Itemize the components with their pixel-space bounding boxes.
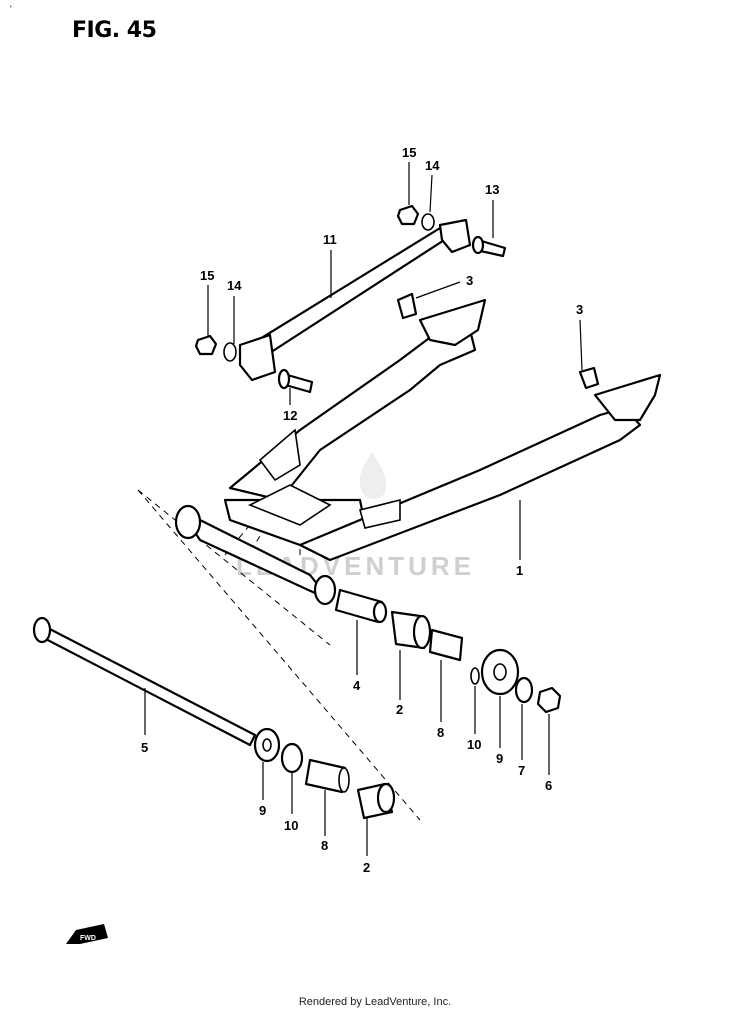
bushing-3-right xyxy=(578,366,600,390)
callout-label: 8 xyxy=(321,838,328,853)
callout-label: 9 xyxy=(259,803,266,818)
callout-label: 12 xyxy=(283,408,297,423)
callout-label: 15 xyxy=(200,268,214,283)
corner-mark: ' xyxy=(10,4,12,14)
nut-6 xyxy=(536,686,562,714)
callout-label: 4 xyxy=(353,678,361,693)
oring-10-right xyxy=(470,667,480,685)
forward-arrow-icon: FWD xyxy=(66,924,108,944)
washer-14-left xyxy=(223,342,237,362)
pivot-bolt-5 xyxy=(32,616,257,747)
oring-10-left xyxy=(280,742,304,774)
washer-9-left xyxy=(253,727,281,763)
bearing-2-left xyxy=(356,782,396,820)
callout-label: 7 xyxy=(518,763,525,778)
callout-label: 10 xyxy=(467,737,481,752)
fwd-label: FWD xyxy=(80,935,96,942)
bearing-2-right xyxy=(390,610,432,650)
washer-14-top xyxy=(421,213,435,231)
washer-9-right xyxy=(480,648,520,696)
callout-label: 2 xyxy=(396,702,403,717)
callout-label: 3 xyxy=(466,273,473,288)
callout-label: 10 xyxy=(284,818,298,833)
callout-label: 2 xyxy=(363,860,370,875)
leader-lines xyxy=(144,162,583,856)
swingarm xyxy=(174,298,662,606)
bolt-12 xyxy=(277,368,314,394)
callout-label: 5 xyxy=(141,740,148,755)
callout-label: 15 xyxy=(402,145,416,160)
callout-label: 1 xyxy=(516,563,523,578)
torque-rod xyxy=(238,218,472,382)
callout-label: 6 xyxy=(545,778,552,793)
callout-label: 14 xyxy=(227,278,242,293)
nut-15-top xyxy=(396,204,420,226)
spacer-8-left xyxy=(304,758,350,794)
callout-label: 3 xyxy=(576,302,583,317)
callout-label: 11 xyxy=(323,232,337,247)
nut-15-left xyxy=(194,334,218,356)
washer-7 xyxy=(514,676,534,704)
bushing-3-left xyxy=(396,292,418,320)
bolt-13 xyxy=(471,235,507,258)
callouts: 15 14 13 11 3 15 14 3 12 1 4 2 8 10 9 7 … xyxy=(141,145,583,875)
callout-label: 14 xyxy=(425,158,440,173)
pivot-sleeve-4 xyxy=(334,588,388,624)
footer-credit: Rendered by LeadVenture, Inc. xyxy=(298,996,452,1008)
figure-title: FIG. 45 xyxy=(72,18,157,43)
callout-label: 8 xyxy=(437,725,444,740)
spacer-8-right xyxy=(428,628,464,662)
callout-label: 9 xyxy=(496,751,503,766)
callout-label: 13 xyxy=(485,182,499,197)
watermark-flame-icon xyxy=(359,452,387,500)
